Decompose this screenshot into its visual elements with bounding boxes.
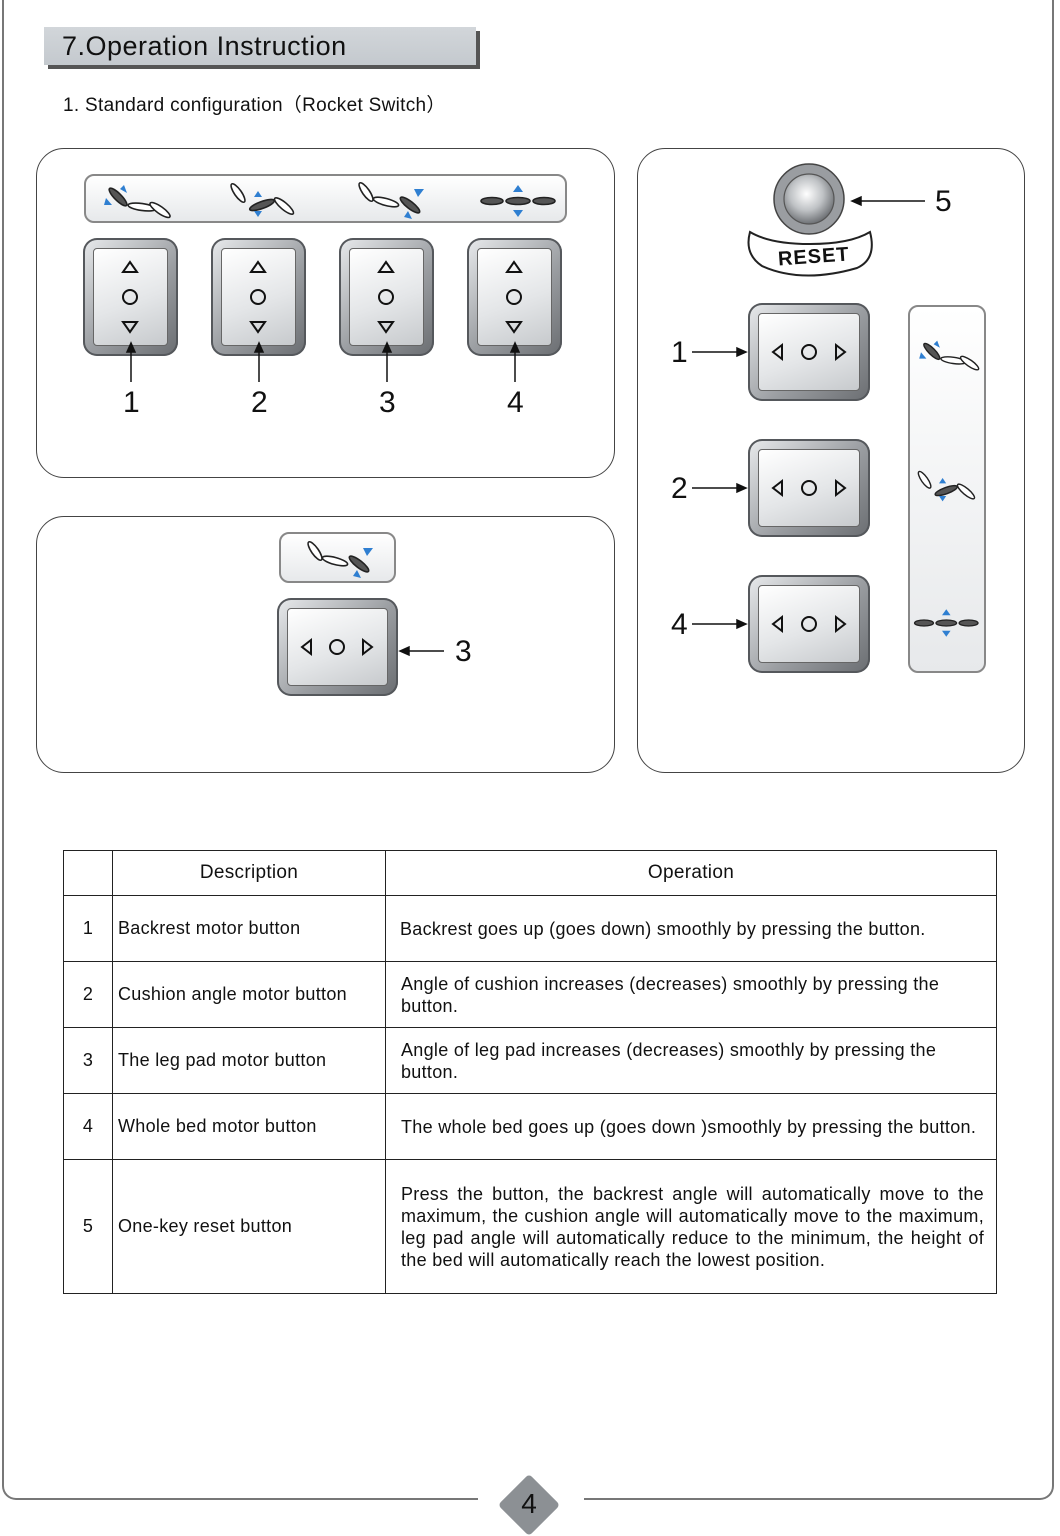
cushion-horizontal-rocker[interactable] — [748, 439, 870, 537]
cushion-icon — [230, 182, 295, 217]
function-icon-column — [908, 305, 986, 673]
reset-knob-icon[interactable] — [772, 162, 846, 236]
panel-horizontal-rockers — [637, 148, 1025, 773]
callout-label-2: 2 — [251, 386, 268, 419]
row-description: The leg pad motor button — [112, 1027, 386, 1094]
callout-arrow-leg-pad — [398, 645, 444, 657]
table-row: 3 The leg pad motor button Angle of leg … — [63, 1027, 997, 1094]
row-number: 2 — [63, 961, 113, 1028]
callout-label-reset: 5 — [935, 185, 952, 218]
table-row: 1 Backrest motor button Backrest goes up… — [63, 895, 997, 962]
backrest-horizontal-rocker[interactable] — [748, 303, 870, 401]
callout-arrows-top — [125, 341, 521, 382]
row-operation: The whole bed goes up (goes down )smooth… — [385, 1093, 997, 1160]
panel-leg-pad — [36, 516, 615, 773]
operation-table: Description Operation 1 Backrest motor b… — [63, 850, 997, 1294]
row-number: 4 — [63, 1093, 113, 1160]
backrest-icon — [104, 185, 171, 219]
row-operation: Backrest goes up (goes down) smoothly by… — [385, 895, 997, 962]
callout-label-4: 4 — [507, 386, 524, 419]
row-number: 3 — [63, 1027, 113, 1094]
section-title: 7.Operation Instruction — [44, 27, 476, 65]
table-row: 4 Whole bed motor button The whole bed g… — [63, 1093, 997, 1160]
callout-label-3: 3 — [379, 386, 396, 419]
cushion-icon — [917, 470, 976, 502]
callout-label-leg-pad: 3 — [455, 635, 472, 668]
callout-label-right-4: 4 — [671, 608, 688, 641]
reset-label-plate — [747, 230, 873, 277]
callout-label-right-1: 1 — [671, 336, 688, 369]
row-number: 1 — [63, 895, 113, 962]
row-operation: Press the button, the backrest angle wil… — [385, 1159, 997, 1294]
subtitle: 1. Standard configuration（Rocket Switch） — [63, 95, 446, 116]
row-description: Backrest motor button — [112, 895, 386, 962]
whole-bed-icon — [480, 185, 556, 217]
row-operation: Angle of leg pad increases (decreases) s… — [385, 1027, 997, 1094]
table-row: 2 Cushion angle motor button Angle of cu… — [63, 961, 997, 1028]
whole-bed-horizontal-rocker[interactable] — [748, 575, 870, 673]
leg-pad-icon — [358, 181, 424, 219]
leg-pad-icon — [307, 540, 373, 578]
cushion-rocker-switch[interactable] — [211, 238, 306, 356]
leg-pad-icon-box — [279, 532, 396, 583]
panel-rocker-vertical — [36, 148, 615, 478]
page-number: 4 — [521, 1488, 537, 1519]
header-blank — [63, 850, 113, 896]
row-operation: Angle of cushion increases (decreases) s… — [385, 961, 997, 1028]
row-description: Cushion angle motor button — [112, 961, 386, 1028]
backrest-icon — [919, 340, 980, 371]
function-icon-strip — [84, 174, 567, 223]
header-description: Description — [112, 850, 386, 896]
callout-arrows-right — [692, 195, 925, 630]
whole-bed-rocker-switch[interactable] — [467, 238, 562, 356]
table-header-row: Description Operation — [63, 850, 997, 896]
row-number: 5 — [63, 1159, 113, 1294]
callout-label-right-2: 2 — [671, 472, 688, 505]
callout-label-1: 1 — [123, 386, 140, 419]
row-description: Whole bed motor button — [112, 1093, 386, 1160]
header-operation: Operation — [385, 850, 997, 896]
leg-pad-horizontal-rocker[interactable] — [277, 598, 398, 696]
row-description: One-key reset button — [112, 1159, 386, 1294]
leg-pad-rocker-switch[interactable] — [339, 238, 434, 356]
backrest-rocker-switch[interactable] — [83, 238, 178, 356]
whole-bed-icon — [913, 609, 979, 637]
table-row: 5 One-key reset button Press the button,… — [63, 1159, 997, 1294]
